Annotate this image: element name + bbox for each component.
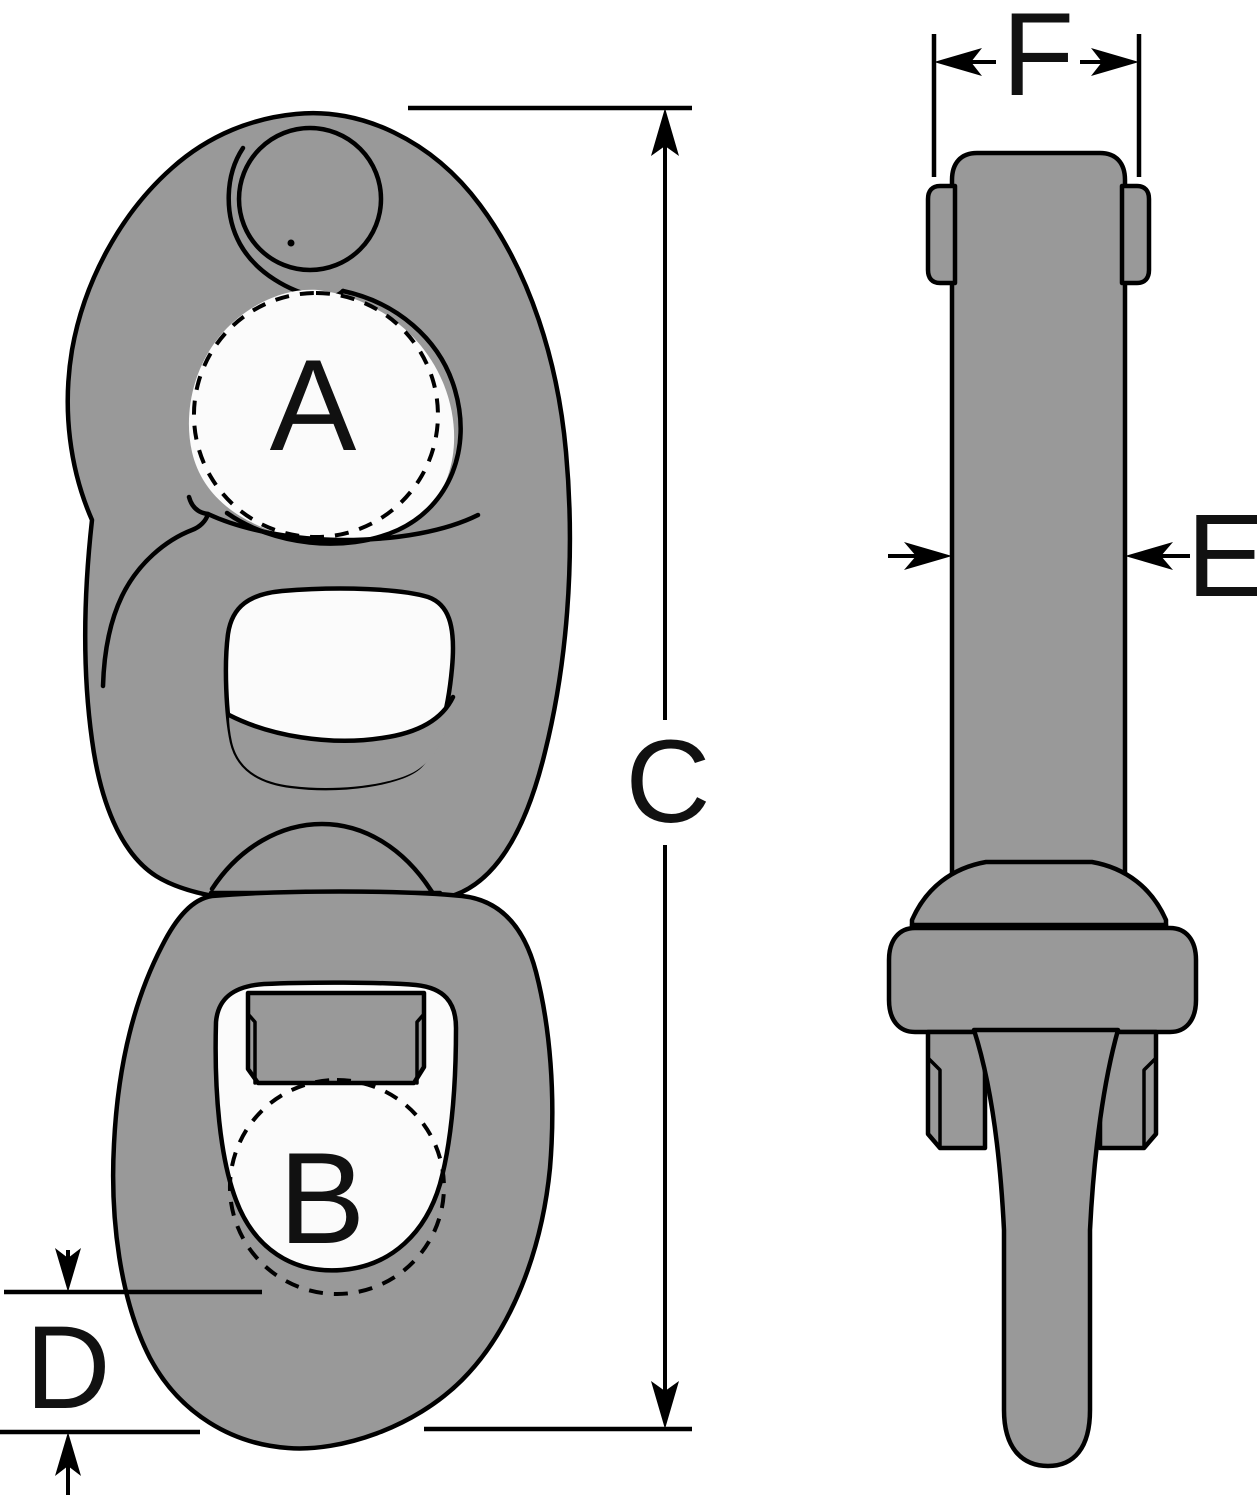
- middle-slot-chamfer: [229, 700, 452, 788]
- dimension-c-arrow-top: [651, 108, 679, 156]
- cavity-a-void: [188, 289, 455, 543]
- side-shoulder-lug-right: [1119, 183, 1152, 286]
- dimension-e-arrow-left: [904, 542, 952, 570]
- latch-pivot-hole: [236, 125, 384, 273]
- cavity-a-outline: [224, 288, 463, 546]
- side-view: F E: [886, 0, 1257, 1469]
- dimension-d-arrow-top: [55, 1248, 81, 1292]
- dimension-d-label: D: [25, 1302, 110, 1434]
- side-plunger-pin: [971, 1027, 1121, 1469]
- side-lug-seam-left: [926, 1030, 942, 1150]
- middle-slot-chamfer-edge: [226, 694, 456, 743]
- latch-pin-dot: [287, 239, 295, 247]
- side-swivel-collar: [886, 925, 1199, 1035]
- eye-tongue-notch-left: [246, 991, 257, 1085]
- cavity-a-label: A: [270, 332, 357, 478]
- dimension-c-arrow-bottom: [651, 1381, 679, 1429]
- cavity-b-label: B: [279, 1125, 366, 1271]
- side-lower-lug-left: [925, 1029, 988, 1151]
- dimension-c-label: C: [625, 716, 710, 848]
- side-shoulder-lug-left: [925, 183, 958, 286]
- side-lug-seam-right: [1142, 1030, 1158, 1150]
- latch-lower-seam: [205, 511, 481, 543]
- front-view: A B C: [0, 105, 711, 1495]
- swivel-joint-upper-arc: [209, 821, 435, 895]
- eye-tongue-plate: [245, 990, 427, 1086]
- dimension-f-label: F: [1002, 0, 1074, 121]
- side-body-shank: [949, 150, 1128, 943]
- latch-nose-edge: [100, 494, 211, 689]
- eye-tongue-notch-right: [415, 991, 426, 1085]
- side-swivel-dome: [909, 859, 1169, 931]
- dimension-e: E: [888, 490, 1257, 622]
- cavity-b-hidden-circle: [228, 1078, 446, 1296]
- dimension-d: D: [0, 1248, 262, 1495]
- dimension-f-arrow-right: [1091, 48, 1139, 76]
- dimension-e-label: E: [1187, 490, 1257, 622]
- dimension-d-arrow-bottom: [55, 1432, 81, 1476]
- dimension-e-arrow-right: [1125, 542, 1173, 570]
- dimension-f-arrow-left: [934, 48, 982, 76]
- dimension-f: F: [931, 0, 1142, 177]
- dimension-c: C: [408, 105, 711, 1432]
